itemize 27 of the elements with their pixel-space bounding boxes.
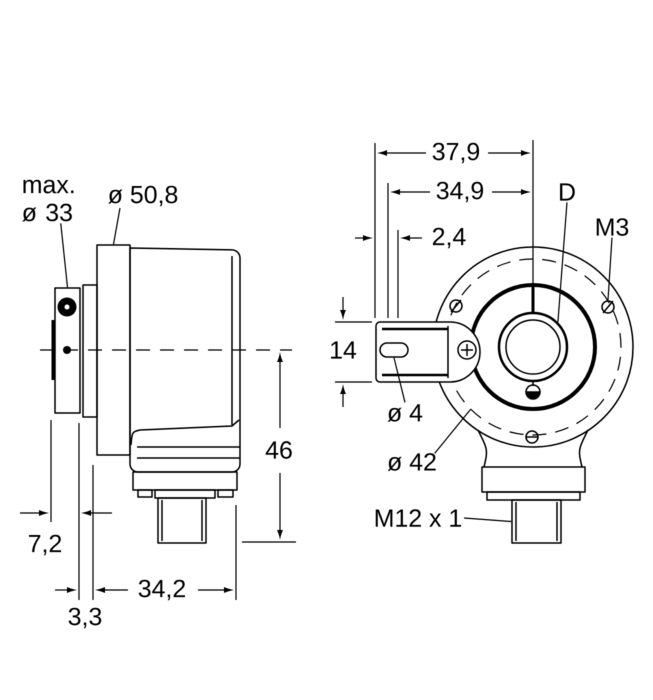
leader-line <box>434 409 471 454</box>
callout-text: D <box>560 183 575 201</box>
dimension-label: 46 <box>266 441 292 459</box>
leader-line <box>112 208 121 244</box>
mounting-bracket <box>54 287 81 414</box>
dimension-label: 34,2 <box>138 580 185 600</box>
callout-text: ø 50,8 <box>108 186 178 206</box>
callout-text: M3 <box>596 218 628 236</box>
leader-line <box>607 238 613 300</box>
slot <box>379 342 409 358</box>
dimension-label: 14 <box>331 341 356 359</box>
leader-line <box>557 202 568 322</box>
callout-text: ø 42 <box>388 453 436 471</box>
leader-line <box>464 517 512 522</box>
shaft-bore <box>498 312 568 382</box>
connector <box>511 499 562 544</box>
callout-text: ø 4 <box>388 404 422 422</box>
callout-text: M12 x 1 <box>376 509 462 527</box>
flange <box>96 244 131 456</box>
dimension-label: 7,2 <box>28 534 62 556</box>
dimension-label: 37,9 <box>432 142 480 164</box>
callout-text: max. ø 33 <box>22 180 74 222</box>
dimension-label: 34,9 <box>436 182 484 202</box>
leader-line <box>393 358 406 403</box>
dimension-label: 3,3 <box>68 608 102 628</box>
leader-line <box>60 223 68 288</box>
dimension-label: 2,4 <box>432 228 466 248</box>
